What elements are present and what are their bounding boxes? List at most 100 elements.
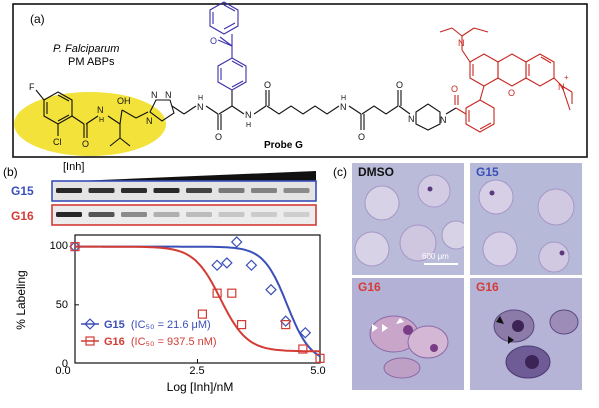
probe-name: Probe G (264, 140, 303, 151)
gel-row-label-g15: G15 (11, 184, 34, 198)
legend-entry-g15: G15 (IC₅₀ = 21.6 μM) (104, 319, 211, 331)
gel-frame-g16 (51, 204, 317, 226)
panel-b-label: (b) (3, 165, 18, 179)
bands-g15-band-6 (251, 188, 277, 193)
legend-name-g15: G15 (104, 319, 125, 331)
micrograph-title-g16-2: G16 (476, 280, 499, 294)
triazole-n1: N (146, 116, 153, 126)
legend-marker-g15 (84, 318, 96, 330)
gel-bands-g16 (56, 212, 310, 217)
bands-g15-band-7 (283, 188, 310, 193)
bands-g15-band-0 (56, 188, 82, 193)
amide-hydrogen-3: H (246, 122, 251, 129)
amide-nitrogen-4: N (340, 102, 347, 112)
dose-response-chart: 0.0 2.5 5.0 0 50 100 Log [Inh]/nM % Labe… (14, 234, 326, 394)
bands-g16-band-6 (251, 212, 277, 217)
panel-a: (a) P. Falciparum PM ABPs (12, 1, 588, 158)
benzophenone-oxygen: O (210, 36, 217, 46)
panel-c: (c) (333, 165, 347, 179)
y-tick-0: 0 (62, 358, 68, 370)
micrograph-dmso-cells (354, 174, 464, 267)
fit-curve-g16 (75, 245, 320, 353)
data-point-g16-1 (197, 309, 207, 319)
recognition-element-highlight (14, 92, 166, 156)
hydroxyl-group: OH (117, 96, 131, 106)
micrograph-g16b-cells (493, 309, 579, 379)
bands-g15-band-2 (121, 188, 147, 193)
y-tick-2: 100 (50, 240, 68, 252)
legend-name-g16: G16 (104, 336, 125, 348)
backbone-atom-labels: F Cl O N H OH N N N N H O N H O N H O O … (29, 80, 447, 149)
piperazine-n1: N (408, 114, 415, 124)
y-tick-1: 50 (56, 299, 68, 311)
gel-row-label-g16: G16 (11, 209, 34, 223)
micrograph-g16-b: G16 (470, 278, 582, 390)
legend-entry-g16: G16 (IC₅₀ = 937.5 nM) (104, 336, 217, 348)
micrograph-dmso: DMSO 600 μm (352, 163, 464, 275)
data-point-g15-2 (221, 257, 233, 269)
amide-hydrogen-1: H (99, 117, 104, 124)
micrograph-g16a-cells (369, 315, 449, 379)
data-point-g15-7 (299, 326, 312, 339)
legend-ic50-g15: (IC₅₀ = 21.6 μM) (131, 319, 211, 331)
micrograph-g15: G15 (470, 163, 582, 275)
data-points (69, 236, 325, 363)
scale-bar-label: 600 μm (422, 252, 449, 261)
micrograph-title-dmso: DMSO (358, 165, 394, 179)
data-point-g16-2 (212, 288, 222, 298)
chlorine-atom: Cl (53, 137, 62, 147)
amide-oxygen-4: O (358, 132, 365, 142)
scale-bar (424, 263, 458, 265)
x-tick-0: 0.0 (55, 365, 70, 377)
micrograph-title-g15-1: G15 (476, 165, 499, 179)
data-point-g15-6 (279, 315, 292, 327)
bands-g16-band-5 (218, 212, 245, 217)
amide-nitrogen-1: N (97, 105, 104, 115)
panel-c-label: (c) (333, 165, 347, 179)
triazole-n3: N (165, 90, 172, 100)
gel-frame-g15 (51, 180, 317, 202)
legend-ic50-g16: (IC₅₀ = 937.5 nM) (131, 336, 217, 348)
data-point-g15-1 (211, 259, 223, 272)
panel-a-label: (a) (30, 12, 45, 26)
micrograph-title-g16-1: G16 (358, 280, 381, 294)
bands-g15-band-3 (153, 188, 180, 193)
data-point-g15-5 (265, 283, 277, 296)
rhodamine-n-right: N (558, 82, 565, 92)
bands-g15-band-5 (218, 188, 245, 193)
amide-oxygen-3: O (264, 80, 271, 90)
inhibitor-header: [Inh] (63, 161, 84, 173)
data-point-g16-6 (298, 344, 308, 354)
rhodamine-fluorophore (439, 27, 573, 133)
amide-oxygen-5: O (396, 80, 403, 90)
benzophenone-group (209, 1, 247, 91)
rhodamine-labels: O O N N + (451, 38, 569, 98)
rhodamine-amide-oxygen: O (451, 84, 458, 94)
micrograph-g16-a: G16 (352, 278, 464, 390)
panel-b: (b) [Inh] G15 G16 0.0 2.5 5.0 0 50 100 L… (3, 161, 326, 394)
data-point-g16-3 (227, 288, 237, 298)
x-axis-label: Log [Inh]/nM (167, 380, 234, 394)
legend-marker-g16 (85, 336, 95, 346)
data-point-g15-3 (230, 236, 243, 248)
bands-g16-band-0 (56, 212, 82, 217)
amide-nitrogen-3: N (245, 110, 252, 120)
bands-g15-band-4 (186, 188, 212, 193)
triazole-n2: N (151, 90, 158, 100)
rhodamine-n-left: N (458, 38, 465, 48)
x-tick-1: 2.5 (189, 365, 204, 377)
data-point-g16-5 (281, 320, 291, 330)
amide-hydrogen-4: H (341, 95, 346, 102)
amide-oxygen-2: O (215, 132, 222, 142)
concentration-wedge (76, 171, 316, 181)
chart-legend: G15 (IC₅₀ = 21.6 μM) G16 (IC₅₀ = 937.5 n… (81, 318, 217, 348)
fit-curves (75, 245, 321, 358)
amide-oxygen-1: O (82, 139, 89, 149)
data-point-g15-0 (69, 240, 81, 253)
micrograph-g15-cells (478, 179, 575, 273)
fluorine-atom: F (29, 82, 35, 92)
x-tick-2: 5.0 (310, 365, 325, 377)
bands-g16-band-2 (121, 212, 147, 217)
bands-g16-band-4 (186, 212, 212, 217)
panel-a-frame (12, 3, 588, 158)
